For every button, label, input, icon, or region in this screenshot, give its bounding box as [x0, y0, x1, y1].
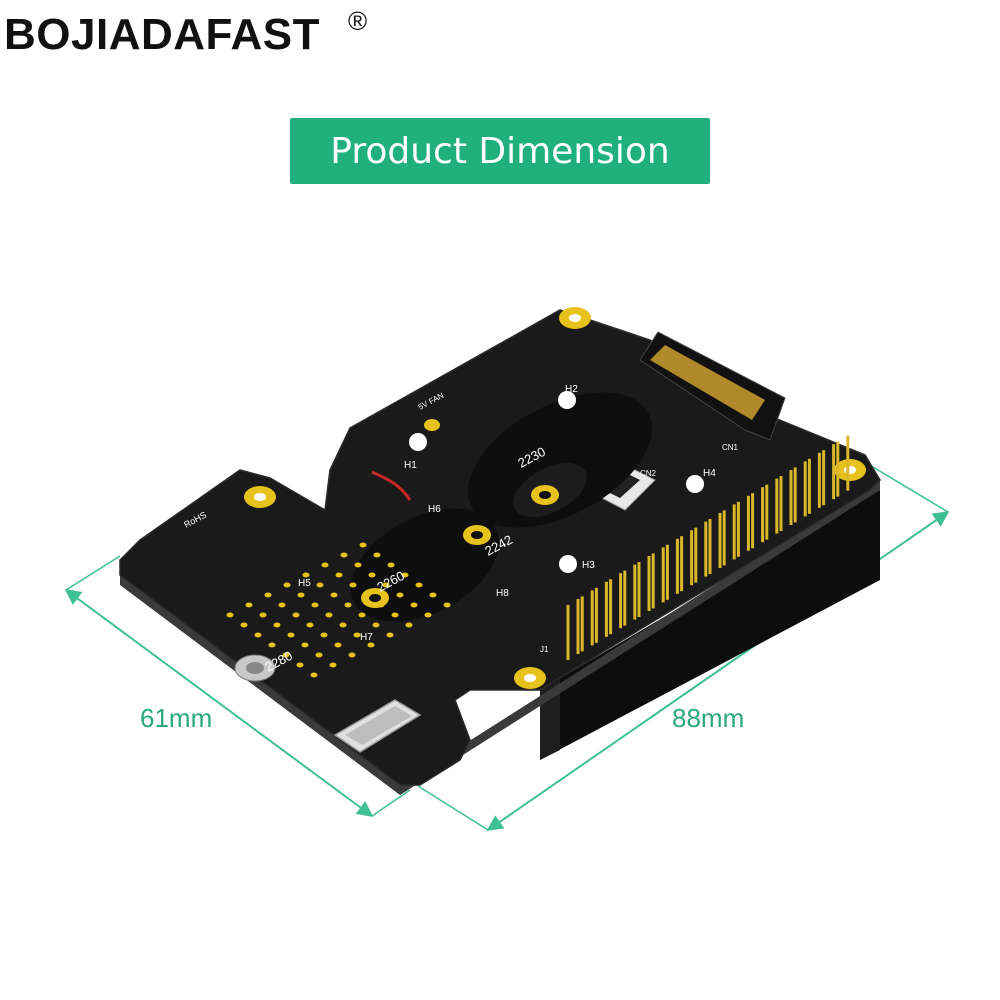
proto-pad [259, 612, 267, 618]
proto-pad [254, 632, 262, 638]
banner-title: Product Dimension [330, 130, 670, 172]
proto-pad [226, 612, 234, 618]
hole-label-h1: H1 [404, 460, 417, 471]
gpio-pins [566, 435, 850, 660]
fan-wire [371, 470, 412, 501]
brand-logo: BOJIADAFAST ® [4, 6, 367, 60]
proto-pad [264, 592, 272, 598]
proto-pad [363, 592, 371, 598]
section-banner: Product Dimension [290, 118, 710, 184]
proto-pad [372, 622, 380, 628]
hole-label-h5: H5 [298, 578, 311, 589]
proto-pad [344, 602, 352, 608]
proto-pad-grid [226, 542, 451, 678]
proto-pad [278, 602, 286, 608]
hole-label-h6: H6 [428, 504, 441, 515]
hole-label-h4: H4 [703, 468, 716, 479]
proto-pad [321, 562, 329, 568]
proto-pad [359, 542, 367, 548]
hole-label-h8: H8 [496, 588, 509, 599]
proto-pad [287, 632, 295, 638]
proto-pad [335, 572, 343, 578]
proto-pad [339, 622, 347, 628]
proto-pad [382, 582, 390, 588]
proto-pad [302, 572, 310, 578]
cooling-fan [350, 392, 652, 622]
connector-label-cn2: CN2 [640, 469, 657, 478]
screw-markers [409, 391, 704, 573]
proto-pad [348, 652, 356, 658]
proto-pad [334, 642, 342, 648]
proto-pad [315, 652, 323, 658]
width-dimension-label: 61mm [140, 703, 213, 733]
proto-pad [306, 622, 314, 628]
usb-c-port [333, 699, 422, 753]
proto-pad [387, 562, 395, 568]
proto-pad [386, 632, 394, 638]
registered-mark: ® [348, 6, 368, 36]
proto-pad [340, 552, 348, 558]
proto-pad [320, 632, 328, 638]
proto-pad [368, 572, 376, 578]
proto-pad [401, 572, 409, 578]
hole-label-h2: H2 [565, 384, 578, 395]
hole-label-h3: H3 [582, 560, 595, 571]
connector-label-j1: J1 [540, 645, 549, 654]
proto-pad [273, 622, 281, 628]
pcb-board [119, 309, 881, 795]
proto-pad [373, 552, 381, 558]
proto-pad [268, 642, 276, 648]
width-dimension-line [64, 555, 411, 817]
proto-pad [410, 602, 418, 608]
proto-pad [367, 642, 375, 648]
proto-pad [310, 672, 318, 678]
proto-pad [405, 622, 413, 628]
proto-pad [424, 612, 432, 618]
hole-label-h7: H7 [360, 632, 373, 643]
proto-pad [283, 582, 291, 588]
proto-pad [282, 652, 290, 658]
proto-pad [245, 602, 253, 608]
proto-pad [443, 602, 451, 608]
proto-pad [296, 662, 304, 668]
proto-pad [391, 612, 399, 618]
proto-pad [396, 592, 404, 598]
proto-pad [316, 582, 324, 588]
proto-pad [325, 612, 333, 618]
proto-pad [311, 602, 319, 608]
proto-pad [415, 582, 423, 588]
proto-pad [353, 632, 361, 638]
proto-pad [292, 612, 300, 618]
proto-pad [377, 602, 385, 608]
proto-pad [330, 592, 338, 598]
connector-label-cn1: CN1 [722, 443, 739, 452]
brand-name: BOJIADAFAST [4, 10, 320, 59]
proto-pad [429, 592, 437, 598]
proto-pad [354, 562, 362, 568]
proto-pad [358, 612, 366, 618]
standoff-screw [234, 654, 276, 682]
proto-pad [349, 582, 357, 588]
proto-pad [329, 662, 337, 668]
proto-pad [240, 622, 248, 628]
proto-pad [297, 592, 305, 598]
m2-connector [639, 331, 786, 441]
proto-pad [301, 642, 309, 648]
length-dimension-label: 88mm [672, 703, 745, 733]
